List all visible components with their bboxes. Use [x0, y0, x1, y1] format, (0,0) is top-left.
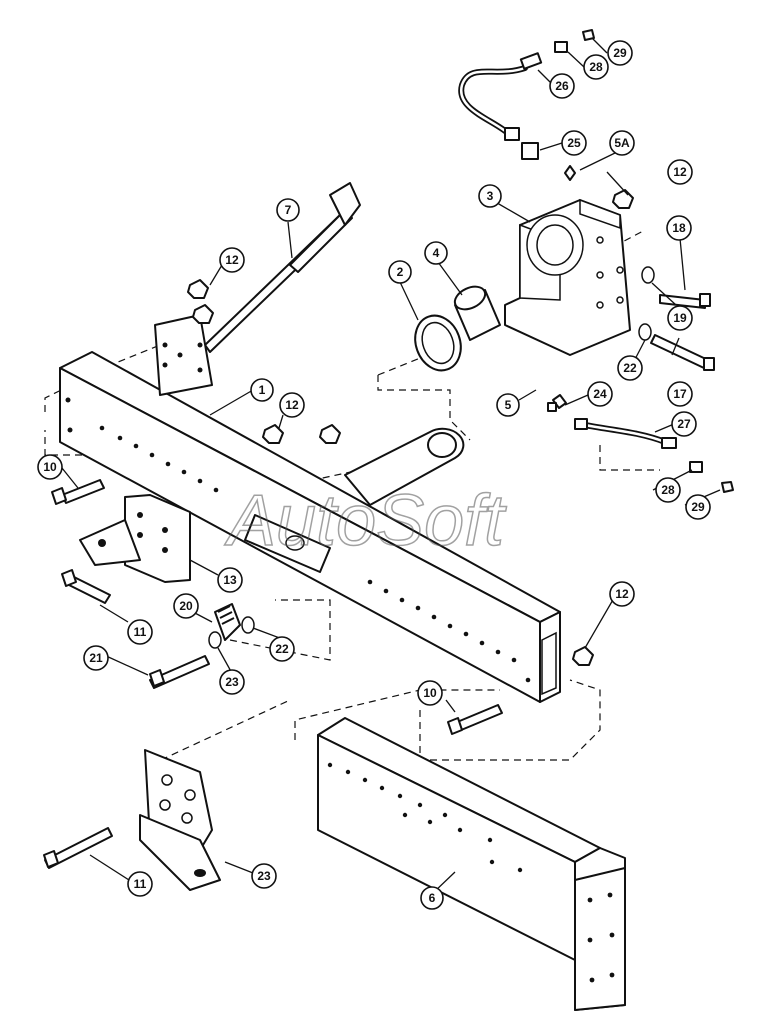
pivot-pin — [244, 427, 465, 573]
callout-4: 4 — [424, 241, 448, 265]
svg-text:24: 24 — [593, 387, 607, 401]
svg-text:12: 12 — [225, 253, 239, 267]
callout-22-clamp: 22 — [269, 636, 295, 662]
callout-27: 27 — [671, 411, 697, 437]
clamp-block — [214, 603, 241, 641]
callout-7: 7 — [276, 198, 300, 222]
svg-text:10: 10 — [423, 686, 437, 700]
svg-text:12: 12 — [285, 398, 299, 412]
svg-text:23: 23 — [225, 675, 239, 689]
svg-text:2: 2 — [397, 265, 404, 279]
watermark: AutoSoft — [224, 481, 507, 561]
extension-beam — [317, 717, 626, 1011]
svg-text:23: 23 — [257, 869, 271, 883]
callout-28-lower: 28 — [655, 477, 681, 503]
svg-text:13: 13 — [223, 573, 237, 587]
callout-28-upper: 28 — [583, 54, 609, 80]
callout-23-clamp: 23 — [219, 669, 245, 695]
svg-text:17: 17 — [673, 387, 687, 401]
upper-tow-bracket — [79, 494, 191, 583]
callout-13: 13 — [217, 567, 243, 593]
callout-19: 19 — [667, 305, 693, 331]
svg-text:6: 6 — [429, 891, 436, 905]
svg-text:25: 25 — [567, 136, 581, 150]
svg-text:3: 3 — [487, 189, 494, 203]
svg-text:4: 4 — [433, 246, 440, 260]
svg-text:19: 19 — [673, 311, 687, 325]
callout-11-upper: 11 — [127, 619, 153, 645]
svg-text:12: 12 — [673, 165, 687, 179]
svg-text:29: 29 — [691, 500, 705, 514]
callout-26: 26 — [549, 73, 575, 99]
svg-text:28: 28 — [661, 483, 675, 497]
fittings — [547, 29, 734, 493]
svg-text:7: 7 — [285, 203, 292, 217]
svg-text:5: 5 — [505, 398, 512, 412]
callout-10-right: 10 — [417, 680, 443, 706]
nuts-and-washers — [187, 189, 655, 666]
bearing-sleeve — [453, 285, 501, 341]
bolts — [43, 293, 715, 869]
callout-22-housing: 22 — [617, 355, 643, 381]
bushing-ring — [414, 314, 462, 372]
callout-17: 17 — [667, 381, 693, 407]
callout-5: 5 — [496, 393, 520, 417]
svg-text:28: 28 — [589, 60, 603, 74]
svg-text:22: 22 — [275, 642, 289, 656]
callout-20: 20 — [173, 593, 199, 619]
svg-text:5A: 5A — [614, 136, 630, 150]
pivot-housing — [504, 198, 631, 356]
svg-text:12: 12 — [615, 587, 629, 601]
svg-text:10: 10 — [43, 460, 57, 474]
svg-text:18: 18 — [672, 221, 686, 235]
callouts: 1 2 3 4 5 5A 6 7 10 10 11 11 12 12 12 12… — [37, 40, 711, 910]
callout-24: 24 — [587, 381, 613, 407]
callout-2: 2 — [388, 260, 412, 284]
svg-text:11: 11 — [134, 877, 147, 891]
svg-text:29: 29 — [613, 46, 627, 60]
svg-text:27: 27 — [677, 417, 691, 431]
tie-rod — [154, 182, 361, 396]
svg-text:22: 22 — [623, 361, 637, 375]
lower-tow-bracket — [139, 749, 221, 891]
callout-11-lower: 11 — [127, 871, 153, 897]
callout-6: 6 — [420, 886, 444, 910]
svg-text:21: 21 — [89, 651, 103, 665]
upper-hydraulic-hose — [458, 52, 543, 160]
callout-1: 1 — [250, 378, 274, 402]
callout-23-bracket: 23 — [251, 863, 277, 889]
callout-18: 18 — [666, 215, 692, 241]
callout-25: 25 — [561, 130, 587, 156]
svg-text:1: 1 — [259, 383, 266, 397]
callout-12-beam: 12 — [279, 392, 305, 418]
callout-21: 21 — [83, 645, 109, 671]
svg-text:11: 11 — [134, 625, 147, 639]
callout-12-housing: 12 — [667, 159, 693, 185]
callout-12-beam-end: 12 — [609, 581, 635, 607]
callout-3: 3 — [478, 184, 502, 208]
svg-text:20: 20 — [179, 599, 193, 613]
lower-hydraulic-hose — [574, 418, 677, 449]
callout-29-lower: 29 — [685, 494, 711, 520]
callout-12-tie-rod: 12 — [219, 247, 245, 273]
callout-10-left: 10 — [37, 454, 63, 480]
svg-text:26: 26 — [555, 79, 569, 93]
callout-5a: 5A — [609, 130, 635, 156]
callout-29-upper: 29 — [607, 40, 633, 66]
